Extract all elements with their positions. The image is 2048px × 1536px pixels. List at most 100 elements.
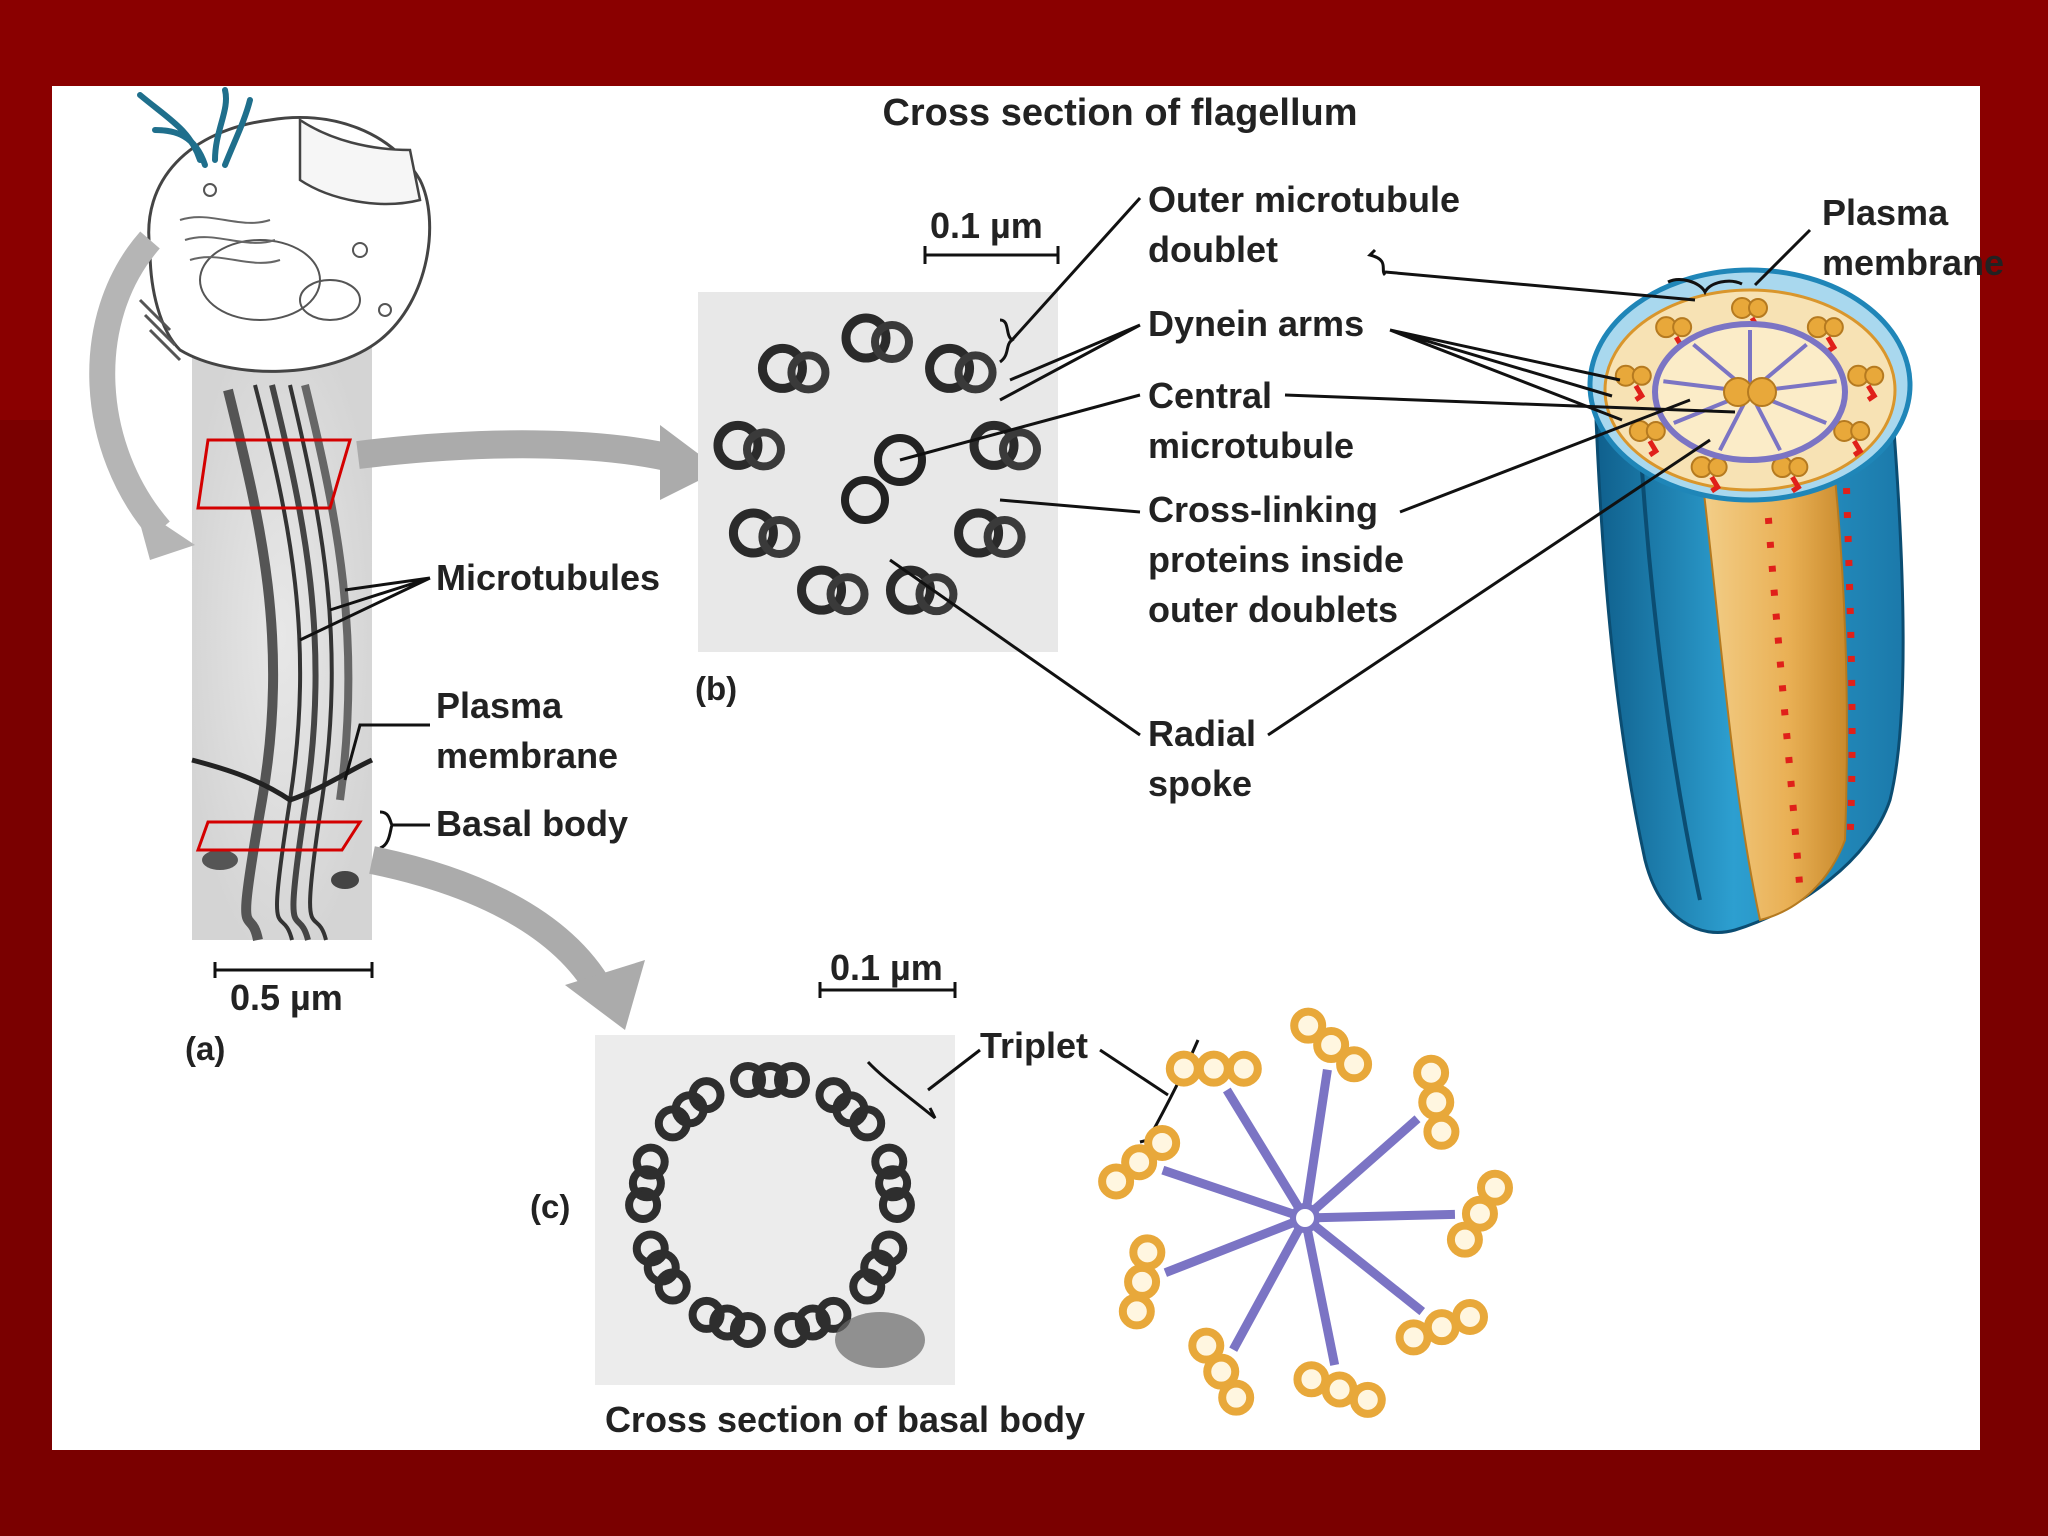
doublet-ring xyxy=(871,321,913,363)
doublet-ring xyxy=(885,565,935,615)
basal-hub xyxy=(1290,1203,1320,1233)
basal-spoke xyxy=(1302,1115,1421,1222)
panel-label-a: (a) xyxy=(185,1030,225,1067)
doublet-ring xyxy=(999,428,1042,471)
triplet-ring xyxy=(871,1143,908,1180)
basal-spoke xyxy=(1300,1069,1332,1219)
outer-doublet-3d xyxy=(1631,365,1652,386)
cell-surface xyxy=(191,757,374,803)
arrow-cell-to-micrograph xyxy=(89,231,170,539)
triplet-tubule xyxy=(1461,1195,1498,1232)
triplet-tubule xyxy=(1144,1124,1181,1161)
radial-spoke-label-line2: spoke xyxy=(1148,763,1252,804)
triplet-tubule xyxy=(1121,1144,1158,1181)
crosslinking-label-line3: outer doublets xyxy=(1148,589,1398,630)
vesicle xyxy=(202,850,238,870)
selection-box-basal-body xyxy=(195,820,363,852)
triplet-ring xyxy=(632,1230,669,1267)
dynein-arm-3d xyxy=(1825,335,1838,354)
doublet-ring xyxy=(841,313,891,363)
triplet-leader-right xyxy=(1099,1048,1169,1097)
microtubules-label: Microtubules xyxy=(436,557,660,598)
dynein-arm-3d xyxy=(1790,475,1802,494)
crosslinking-to-3d xyxy=(1399,398,1691,514)
triplet-tubule xyxy=(1349,1381,1386,1418)
basal-body-diagram xyxy=(1098,1007,1513,1418)
doublet-ring xyxy=(954,351,997,394)
outer-doublet-3d xyxy=(1788,457,1809,478)
triplet-tubule xyxy=(1423,1309,1460,1346)
plasma-membrane-right-line2: membrane xyxy=(1822,242,2004,283)
panel-label-b: (b) xyxy=(695,670,737,707)
basal-body-caption: Cross section of basal body xyxy=(605,1399,1085,1440)
arrow-head-b xyxy=(660,425,720,500)
triplet-tubule xyxy=(1446,1221,1483,1258)
outer-doublet-3d xyxy=(1823,317,1844,338)
central-pair-micrograph xyxy=(841,476,889,524)
triplet-label: Triplet xyxy=(980,1025,1088,1066)
adjacent-structure xyxy=(835,1312,925,1368)
vesicle xyxy=(331,871,359,889)
radial-spoke-leader xyxy=(889,558,1141,737)
triplet-tubule xyxy=(1195,1050,1232,1087)
dynein-3d-leader-a xyxy=(1367,248,1387,277)
triplet-tubule xyxy=(1218,1379,1255,1416)
triplet-tubule xyxy=(1188,1327,1225,1364)
triplet-ring xyxy=(774,1311,811,1348)
dynein-arm-3d xyxy=(1633,384,1646,402)
crosslinking-label-line1: Cross-linking xyxy=(1148,489,1378,530)
outer-doublet-ring-micrograph xyxy=(713,313,1042,616)
microtubules-leader xyxy=(299,576,431,642)
radial-spoke-to-3d xyxy=(1267,438,1711,737)
doublet-ring xyxy=(713,420,763,470)
triplet-ring xyxy=(730,1062,766,1098)
triplet-ring xyxy=(625,1186,662,1223)
doublet-ring xyxy=(757,343,807,393)
doublet-ring xyxy=(826,573,869,616)
dynein-arm-3d xyxy=(1866,384,1878,402)
basal-spoke xyxy=(1304,1209,1456,1223)
triplet-ring xyxy=(849,1105,886,1142)
plasma-membrane-leader xyxy=(343,723,430,781)
flagellum-longitudinal xyxy=(223,384,353,942)
scale-bar-a xyxy=(213,962,374,978)
basal-spoke xyxy=(1163,1213,1307,1277)
triplet-ring-micrograph xyxy=(625,1062,915,1348)
basal-spoke xyxy=(1300,1217,1340,1366)
scale-bar-c xyxy=(818,982,957,998)
arrow-to-panel-b xyxy=(356,430,684,474)
triplet-tubule xyxy=(1423,1113,1460,1150)
figure-title: Cross section of flagellum xyxy=(882,92,1357,134)
selection-box-flagellum xyxy=(196,438,353,510)
outer-doublet-3d xyxy=(1707,457,1728,478)
doublet-ring xyxy=(969,420,1019,470)
panel-label-c: (c) xyxy=(530,1188,570,1225)
scale-bar-b xyxy=(923,246,1060,264)
triplet-tubule xyxy=(1418,1084,1455,1121)
doublet-bracket-3d xyxy=(1667,278,1743,296)
triplet-ring xyxy=(688,1296,725,1333)
arrow-head xyxy=(135,505,195,560)
doublet-ring xyxy=(797,565,847,615)
doublet-ring xyxy=(728,508,778,558)
doublet-ring xyxy=(787,351,830,394)
flagellum-3d-illustration: Plasma membrane xyxy=(1267,192,2004,934)
arrow-head-c xyxy=(565,960,645,1030)
doublet-ring xyxy=(925,343,975,393)
triplet-tubule xyxy=(1290,1007,1327,1044)
triplet-tubule xyxy=(1098,1163,1135,1200)
doublet-ring xyxy=(742,428,785,471)
triplet-tubule xyxy=(1413,1054,1450,1091)
triplet-tubule xyxy=(1336,1046,1373,1083)
crosslinking-label-line2: proteins inside xyxy=(1148,539,1404,580)
triplet-tubule xyxy=(1476,1169,1513,1206)
outer-doublet-label-line1: Outer microtubule xyxy=(1148,179,1460,220)
plasma-membrane-label-line2: membrane xyxy=(436,735,618,776)
triplet-tubule xyxy=(1124,1263,1161,1300)
plasma-membrane-right-line1: Plasma xyxy=(1822,192,1949,233)
dynein-leader xyxy=(999,323,1141,402)
outer-doublet-leader xyxy=(1010,196,1142,342)
triplet-ring xyxy=(632,1143,669,1180)
outer-doublet-to-3d xyxy=(1384,270,1696,302)
